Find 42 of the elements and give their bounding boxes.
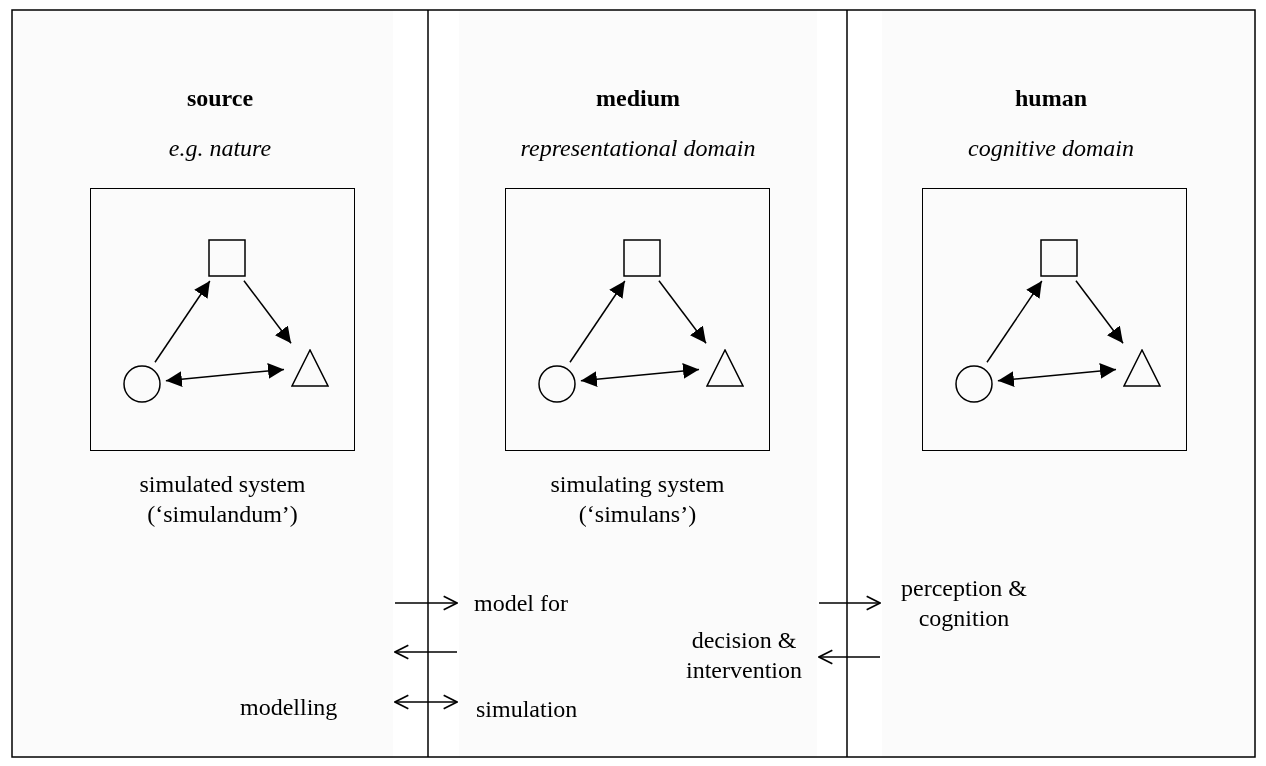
arrow bbox=[154, 280, 211, 363]
double-arrow bbox=[165, 362, 285, 388]
triangle-shape bbox=[291, 349, 329, 387]
edge-label: decision & intervention bbox=[685, 626, 803, 685]
arrow bbox=[1075, 280, 1124, 344]
arrow bbox=[986, 280, 1043, 363]
column-panel bbox=[882, 10, 1256, 758]
text-label: modelling bbox=[240, 693, 338, 722]
system-caption: simulated system (‘simulandum’) bbox=[138, 470, 307, 529]
system-caption: simulating system (‘simulans’) bbox=[549, 470, 726, 529]
column-panel bbox=[459, 10, 817, 758]
text-label: simulation bbox=[476, 695, 578, 724]
model-box bbox=[922, 188, 1187, 451]
square-shape bbox=[623, 239, 661, 277]
column-heading: human bbox=[1013, 84, 1088, 113]
triangle-shape bbox=[706, 349, 744, 387]
arrow bbox=[243, 280, 292, 344]
arrow bbox=[394, 595, 458, 611]
column-subtitle: cognitive domain bbox=[967, 134, 1135, 163]
arrow bbox=[818, 649, 881, 665]
column-heading: source bbox=[185, 84, 255, 113]
arrow bbox=[569, 280, 626, 363]
column-subtitle: e.g. nature bbox=[167, 134, 273, 163]
square-shape bbox=[1040, 239, 1078, 277]
model-box bbox=[90, 188, 355, 451]
circle-shape bbox=[955, 365, 993, 403]
model-box bbox=[505, 188, 770, 451]
column-subtitle: representational domain bbox=[519, 134, 757, 163]
circle-shape bbox=[123, 365, 161, 403]
double-arrow bbox=[997, 362, 1117, 388]
square-shape bbox=[208, 239, 246, 277]
edge-label: model for bbox=[474, 589, 568, 618]
arrow bbox=[658, 280, 707, 344]
double-arrow bbox=[580, 362, 700, 388]
column-panel bbox=[12, 10, 393, 758]
double-arrow bbox=[394, 694, 458, 710]
circle-shape bbox=[538, 365, 576, 403]
column-heading: medium bbox=[595, 84, 681, 113]
edge-label: perception & cognition bbox=[900, 574, 1028, 633]
arrow bbox=[818, 595, 881, 611]
triangle-shape bbox=[1123, 349, 1161, 387]
arrow bbox=[394, 644, 458, 660]
